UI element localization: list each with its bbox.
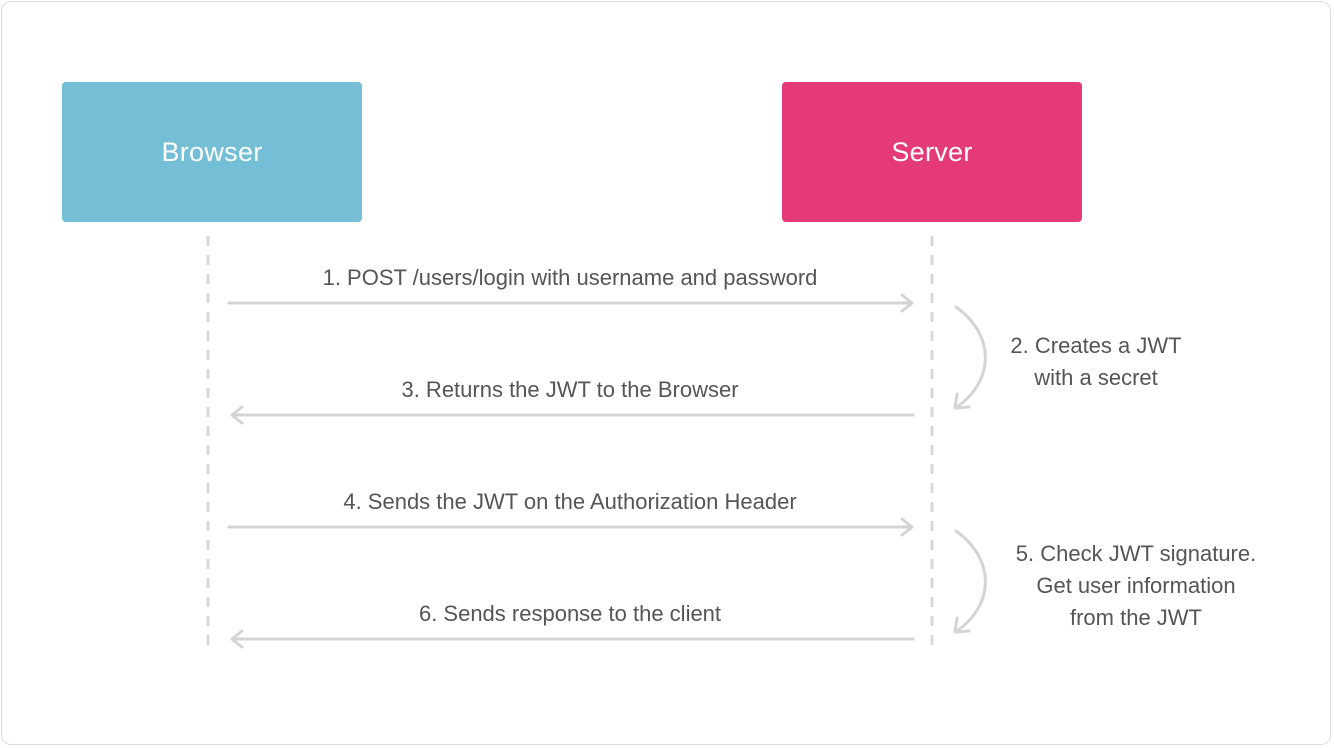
browser-actor-box: Browser bbox=[62, 82, 362, 222]
step-1-arrow bbox=[227, 293, 914, 313]
server-actor-box: Server bbox=[782, 82, 1082, 222]
step-5-curved-arrow bbox=[953, 529, 987, 634]
step-6-label: 6. Sends response to the client bbox=[418, 601, 722, 626]
step-2-label-line1: 2. Creates a JWT bbox=[1010, 333, 1182, 358]
step-5-label-line3: from the JWT bbox=[1069, 605, 1202, 630]
step-4-arrow bbox=[227, 517, 914, 537]
step-3-arrow bbox=[230, 405, 915, 425]
step-1-label: 1. POST /users/login with username and p… bbox=[322, 265, 818, 290]
step-2-label-line2: with a secret bbox=[1034, 365, 1158, 390]
step-3-label: 3. Returns the JWT to the Browser bbox=[401, 377, 739, 402]
step-4-label: 4. Sends the JWT on the Authorization He… bbox=[343, 489, 797, 514]
step-2-note: 2. Creates a JWT with a secret bbox=[1010, 330, 1181, 394]
step-6-arrow bbox=[230, 629, 915, 649]
browser-actor-label: Browser bbox=[161, 136, 263, 167]
step-2-curved-arrow bbox=[953, 305, 987, 410]
step-5-label-line2: Get user information bbox=[1036, 573, 1236, 598]
step-5-note: 5. Check JWT signature. Get user informa… bbox=[1016, 538, 1256, 634]
server-actor-label: Server bbox=[891, 136, 973, 167]
step-5-label-line1: 5. Check JWT signature. bbox=[1015, 541, 1257, 566]
